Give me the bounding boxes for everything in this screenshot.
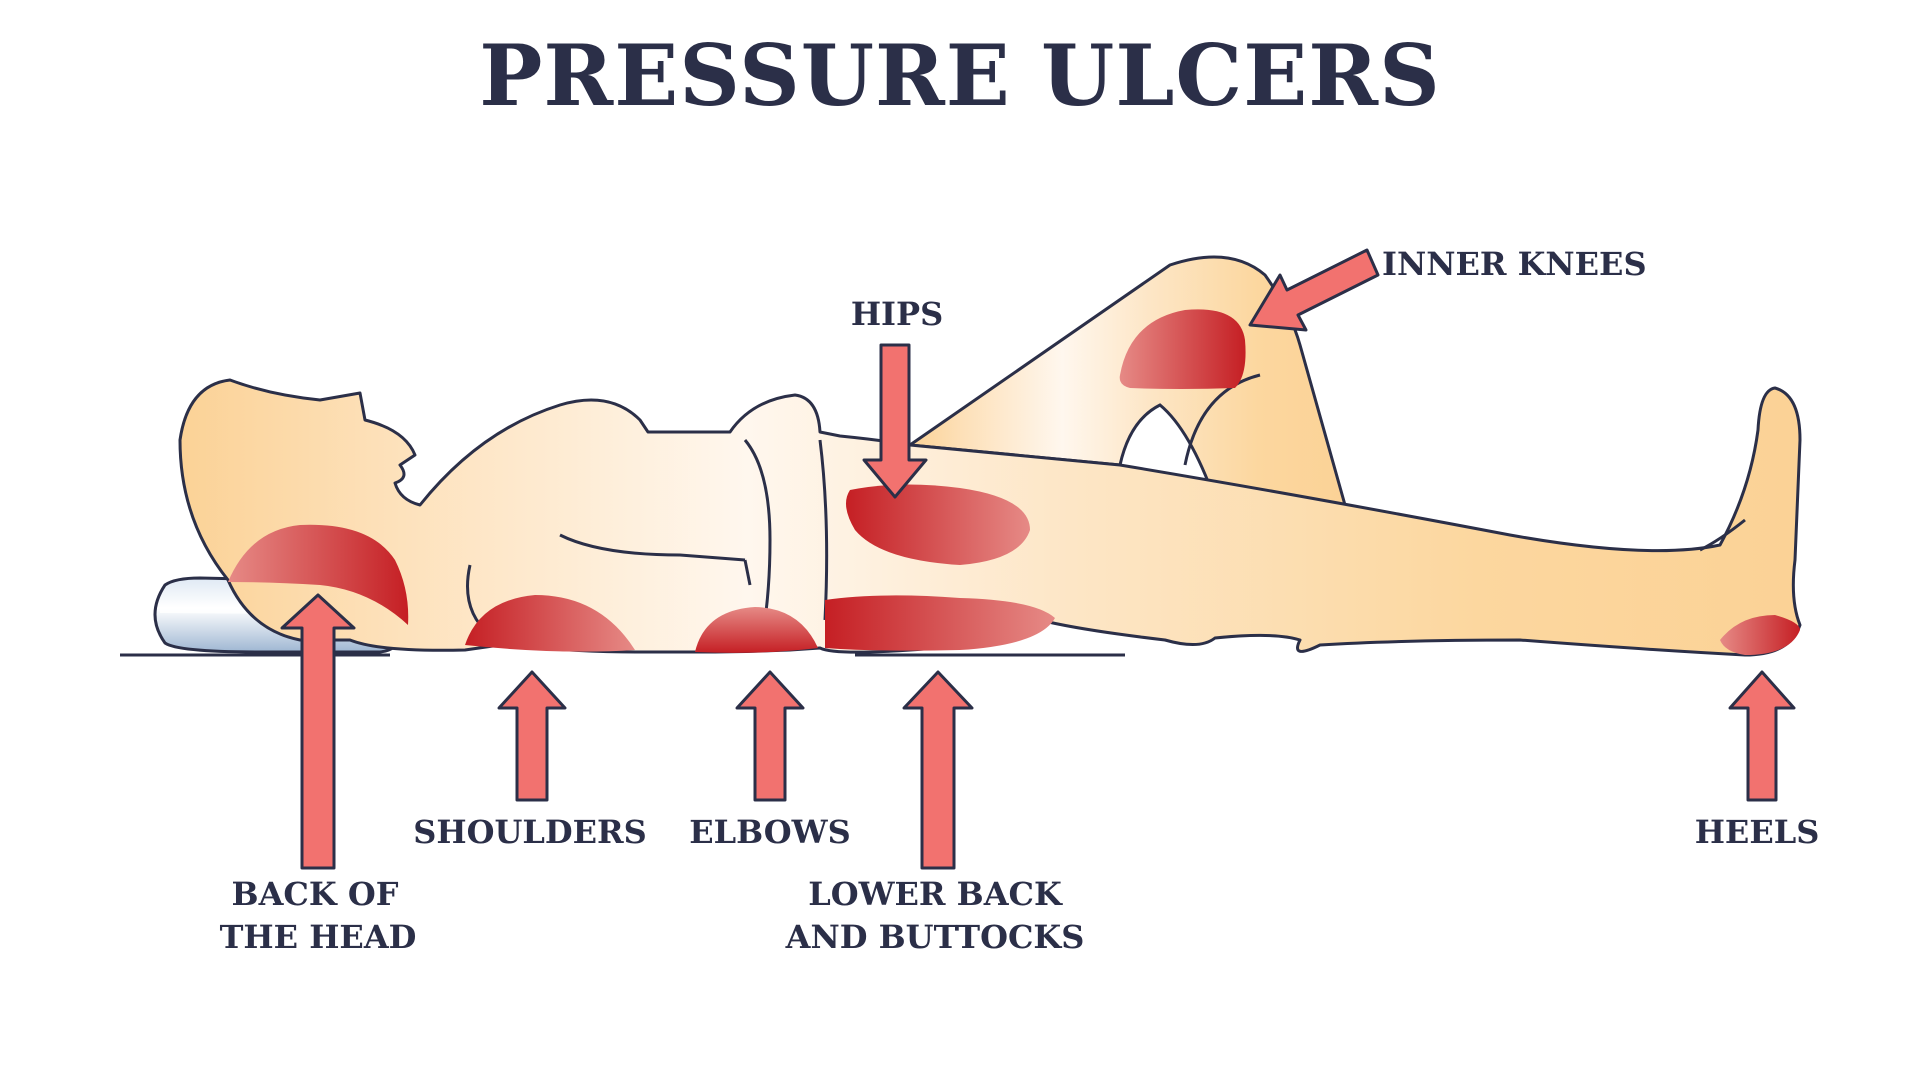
label-elbows: ELBOWS [689, 813, 850, 851]
label-heels: HEELS [1695, 813, 1820, 851]
label-lower-back-line2: AND BUTTOCKS [785, 918, 1085, 956]
ulcer-elbows [695, 607, 818, 653]
page-title: PRESSURE ULCERS [479, 26, 1441, 125]
ulcer-hips [846, 484, 1030, 565]
arrow-hips [862, 343, 928, 499]
arrow-shoulders [497, 670, 567, 802]
ulcer-shoulders [465, 595, 635, 652]
ulcer-back-of-head [228, 524, 409, 625]
arrow-heels [1728, 670, 1796, 802]
ulcer-inner-knees [1119, 309, 1246, 389]
ulcer-heels [1720, 615, 1800, 655]
label-inner-knees: INNER KNEES [1382, 245, 1647, 283]
label-back-of-head-line1: BACK OF [232, 875, 399, 913]
arrow-inner-knees [1248, 248, 1380, 332]
arrow-lower-back [902, 670, 974, 870]
label-shoulders: SHOULDERS [413, 813, 646, 851]
arrow-back-of-head [280, 593, 356, 870]
label-hips: HIPS [851, 295, 943, 333]
label-back-of-head-line2: THE HEAD [220, 918, 417, 956]
label-lower-back-line1: LOWER BACK [808, 875, 1063, 913]
arrow-elbows [735, 670, 805, 802]
ulcer-lower-back [825, 595, 1055, 651]
